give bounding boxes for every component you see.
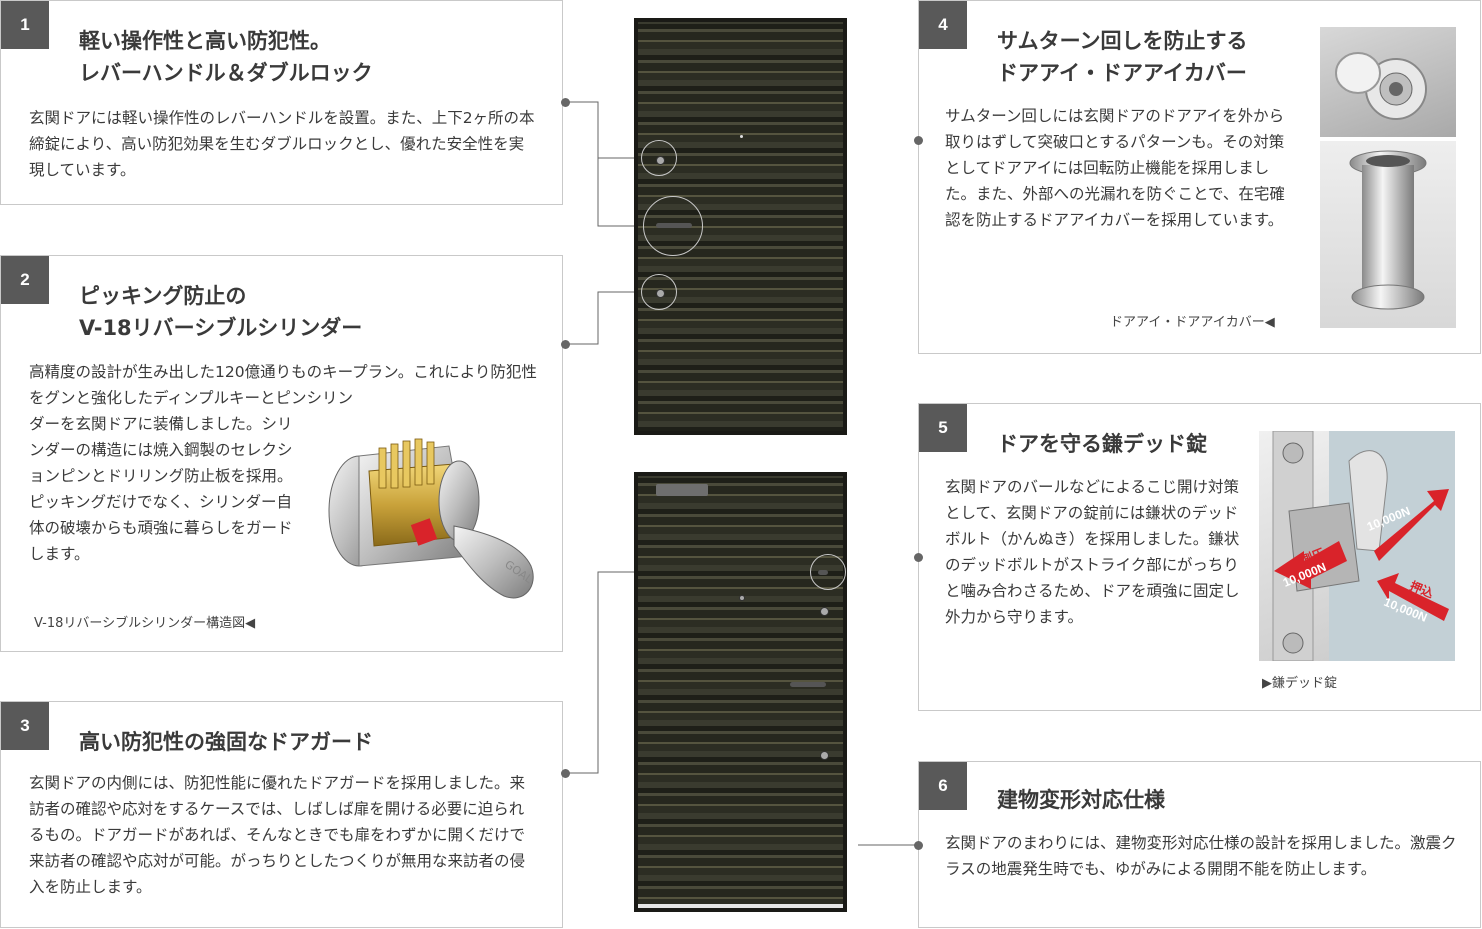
connector-dot [561,98,570,107]
highlight-ring [643,196,703,256]
feature-body: 玄関ドアのバールなどによるこじ開け対策として、玄関ドアの錠前には鎌状のデッドボル… [945,478,1240,626]
door-sill [638,904,843,908]
lever-handle-icon [790,682,826,687]
feature-number-badge: 1 [1,1,49,49]
door-eye-cover-photo [1320,27,1456,137]
title-line: ピッキング防止の [79,284,247,308]
door-eye-photo [1320,141,1456,328]
deadbolt-photo: 10,000N 側圧 10,000N 押込 10,000N [1259,430,1455,662]
feature-card-5: 5 ドアを守る鎌デッド錠 玄関ドアのバールなどによるこじ開け対策として、玄関ドア… [918,403,1481,711]
title-line: 軽い操作性と高い防犯性。 [79,29,331,53]
feature-number-badge: 2 [1,256,49,304]
feature-title: 軽い操作性と高い防犯性。 レバーハンドル＆ダブルロック [79,25,373,89]
feature-number-badge: 4 [919,1,967,49]
feature-body-side: ダーを玄関ドアに装備しました。シリンダーの構造には焼入鋼製のセレクションピンとド… [29,415,293,563]
title-line: サムターン回しを防止する [997,29,1248,53]
connector-dot [561,340,570,349]
connector-dot [914,136,923,145]
connector-dot [914,841,923,850]
feature-title: 建物変形対応仕様 [997,788,1165,812]
feature-number-badge: 3 [1,702,49,750]
feature-card-2: 2 ピッキング防止の V-18リバーシブルシリンダー 高精度の設計が生み出した1… [0,255,563,652]
door-closer-icon [656,484,708,496]
feature-card-1: 1 軽い操作性と高い防犯性。 レバーハンドル＆ダブルロック 玄関ドアには軽い操作… [0,0,563,205]
door-eye-icon [739,595,745,601]
connector-dot [561,769,570,778]
feature-body: 玄関ドアの内側には、防犯性能に優れたドアガードを採用しました。来訪者の確認や応対… [29,774,526,896]
feature-body: 玄関ドアには軽い操作性のレバーハンドルを設置。また、上下2ヶ所の本締錠により、高… [29,109,535,179]
feature-card-6: 6 建物変形対応仕様 玄関ドアのまわりには、建物変形対応仕様の設計を採用しました… [918,761,1481,928]
connector-dot [914,553,923,562]
feature-title: 高い防犯性の強固なドアガード [79,730,373,754]
door-interior-image [634,472,847,912]
feature-number-badge: 6 [919,762,967,810]
door-eye-icon [740,135,743,138]
figure-caption: ドアアイ・ドアアイカバー◀ [1110,315,1275,330]
feature-body-top: 高精度の設計が生み出した120億通りものキープラン。これにより防犯性をグンと強化… [29,363,537,407]
feature-body: 玄関ドアのまわりには、建物変形対応仕様の設計を採用しました。激震クラスの地震発生… [945,834,1457,878]
title-line: ドアアイ・ドアアイカバー [997,61,1247,85]
feature-body: サムターン回しには玄関ドアのドアアイを外から取りはずして突破口とするパターンも。… [945,107,1285,229]
feature-card-4: 4 サムターン回しを防止する ドアアイ・ドアアイカバー サムターン回しには玄関ド… [918,0,1481,354]
feature-title: ピッキング防止の V-18リバーシブルシリンダー [79,280,362,344]
figure-caption: ▶鎌デッド錠 [1262,676,1337,691]
highlight-ring [641,140,677,176]
figure-caption: V-18リバーシブルシリンダー構造図◀ [34,616,256,631]
thumb-turn-icon [820,607,829,616]
highlight-ring [641,274,677,310]
title-line: V-18リバーシブルシリンダー [79,316,363,340]
feature-number-badge: 5 [919,404,967,452]
feature-title: ドアを守る鎌デッド錠 [997,432,1207,456]
highlight-ring [810,554,846,590]
feature-card-3: 3 高い防犯性の強固なドアガード 玄関ドアの内側には、防犯性能に優れたドアガード… [0,701,563,928]
title-line: レバーハンドル＆ダブルロック [79,61,373,85]
thumb-turn-icon [820,751,829,760]
cylinder-illustration: GOAL [328,438,536,599]
feature-title: サムターン回しを防止する ドアアイ・ドアアイカバー [997,25,1248,89]
